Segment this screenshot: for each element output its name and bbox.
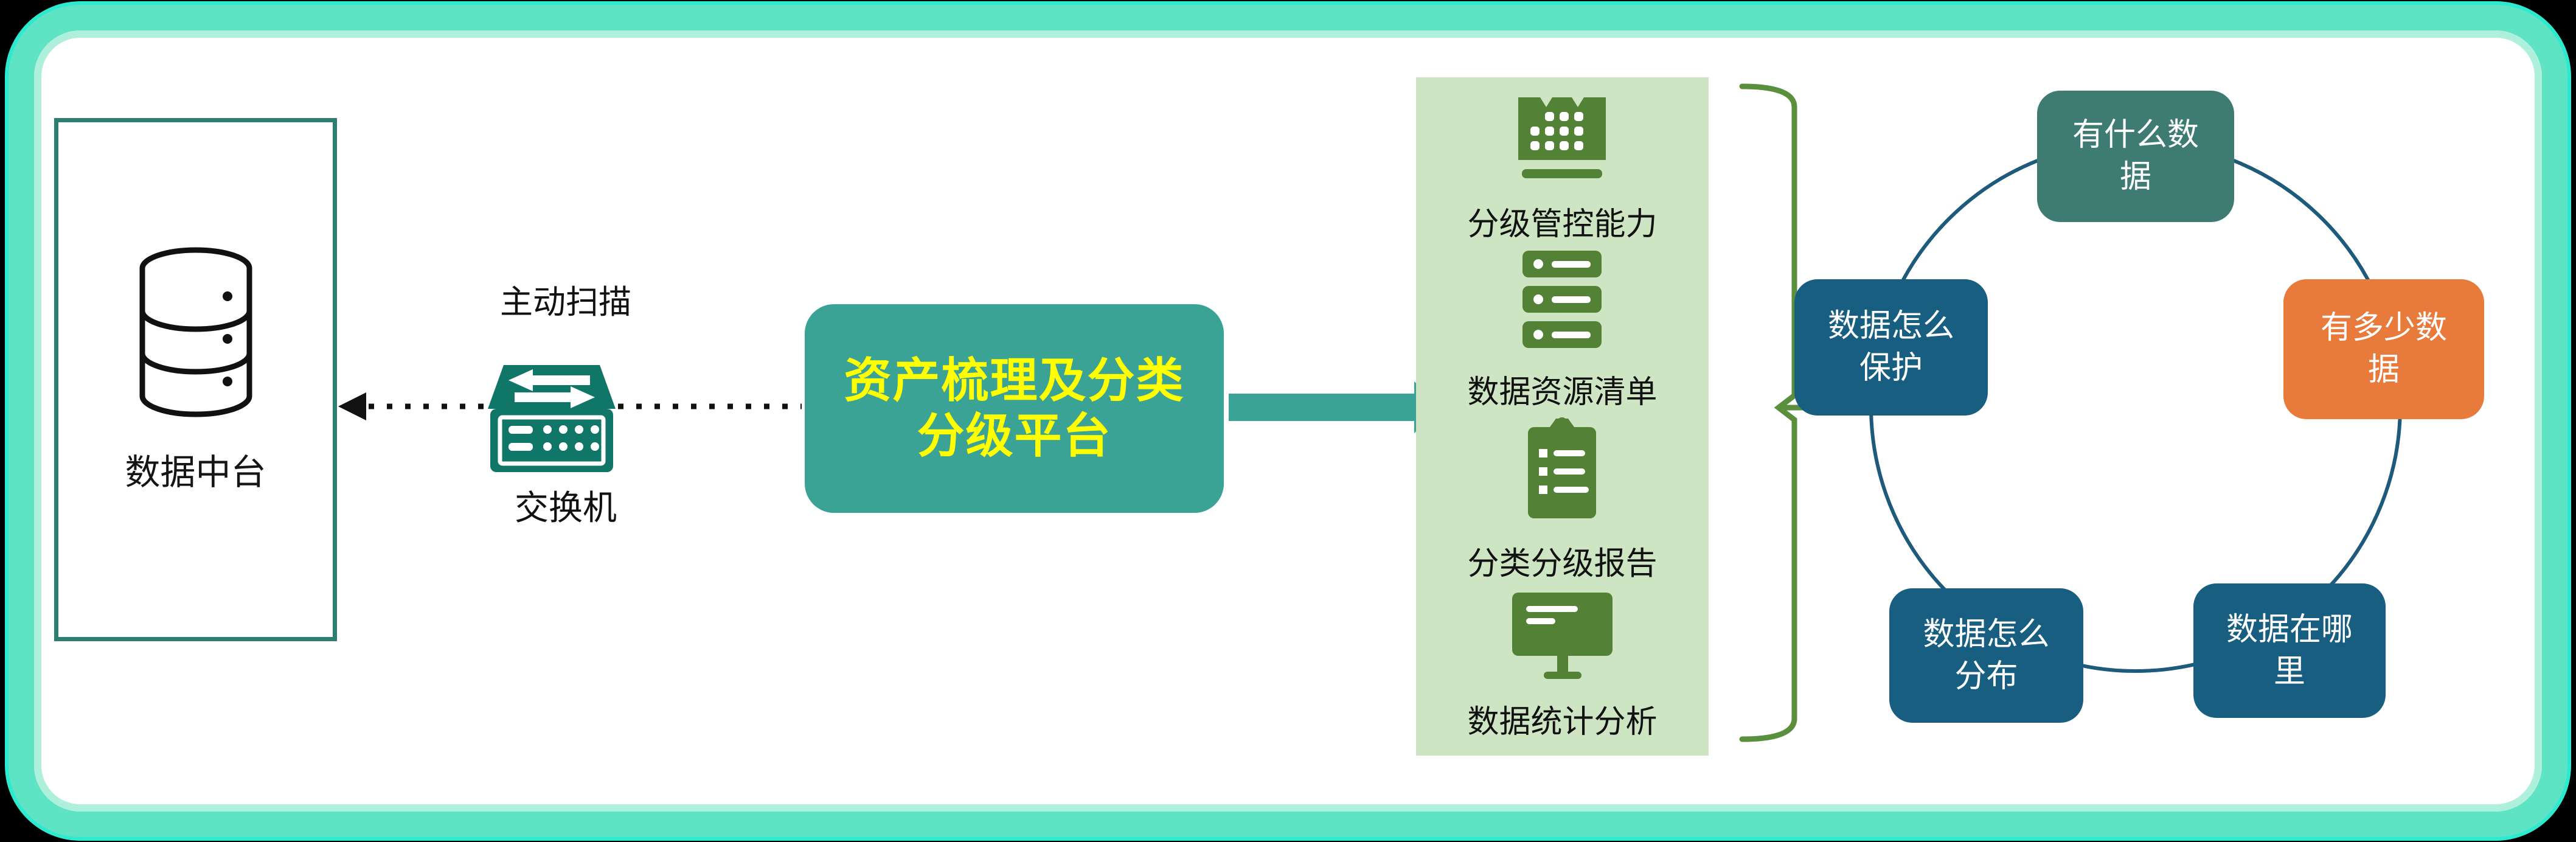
node-text-line1: 有什么数 [2072, 117, 2199, 154]
monitor-stats-icon [1512, 593, 1613, 679]
server-stack-icon [1522, 251, 1602, 348]
panel-label: 分级管控能力 [1467, 206, 1658, 243]
node-text-line1: 数据在哪 [2226, 611, 2353, 648]
curly-brace [1739, 83, 1797, 742]
arrow-left-glyph [509, 369, 590, 391]
cycle-node-how-much-data: 有多少数 据 [2283, 279, 2484, 419]
node-text-line2: 据 [2367, 352, 2400, 388]
panel-label: 数据资源清单 [1467, 374, 1658, 411]
panel-label: 数据统计分析 [1467, 704, 1658, 740]
panel-item-statistics: 数据统计分析 [1467, 589, 1658, 742]
panel-item-report: 分类分级报告 [1467, 417, 1658, 583]
platform-box: 资产梳理及分类 分级平台 [805, 304, 1224, 513]
panel-item-resource-list: 数据资源清单 [1467, 249, 1658, 412]
node-text-line2: 据 [2119, 159, 2151, 195]
panel-item-grading-control: 分级管控能力 [1467, 91, 1658, 244]
cycle-node-data-distribution: 数据怎么 分布 [1889, 588, 2083, 723]
platform-title-line1: 资产梳理及分类 [844, 353, 1185, 409]
platform-title-line2: 分级平台 [917, 408, 1112, 464]
node-text-line1: 数据怎么 [1923, 616, 2050, 653]
dotted-arrowhead [338, 392, 366, 420]
data-center-box: 数据中台 [54, 118, 337, 641]
node-text-line2: 保护 [1859, 350, 1923, 386]
active-scan-label: 主动扫描 [500, 283, 631, 321]
network-switch-icon [487, 364, 617, 475]
node-text-line2: 里 [2273, 653, 2305, 690]
node-text-line2: 分布 [1954, 658, 2018, 695]
clipboard-report-icon [1528, 417, 1597, 518]
cycle-node-data-protection: 数据怎么 保护 [1794, 279, 1988, 416]
arrow-right-glyph [515, 386, 595, 408]
flow-arrow-icon [1229, 381, 1444, 433]
capability-panel: 分级管控能力 数据资源清单 分类分级报告 [1416, 77, 1709, 756]
node-text-line1: 有多少数 [2320, 310, 2447, 347]
switch-label: 交换机 [515, 489, 617, 528]
data-center-label: 数据中台 [125, 451, 266, 493]
keypad-icon [1518, 97, 1606, 178]
database-icon [139, 247, 252, 417]
cycle-node-where-data: 数据在哪 里 [2193, 583, 2386, 718]
node-text-line1: 数据怎么 [1827, 308, 1954, 345]
panel-label: 分类分级报告 [1467, 546, 1658, 582]
cycle-node-what-data: 有什么数 据 [2037, 91, 2234, 222]
